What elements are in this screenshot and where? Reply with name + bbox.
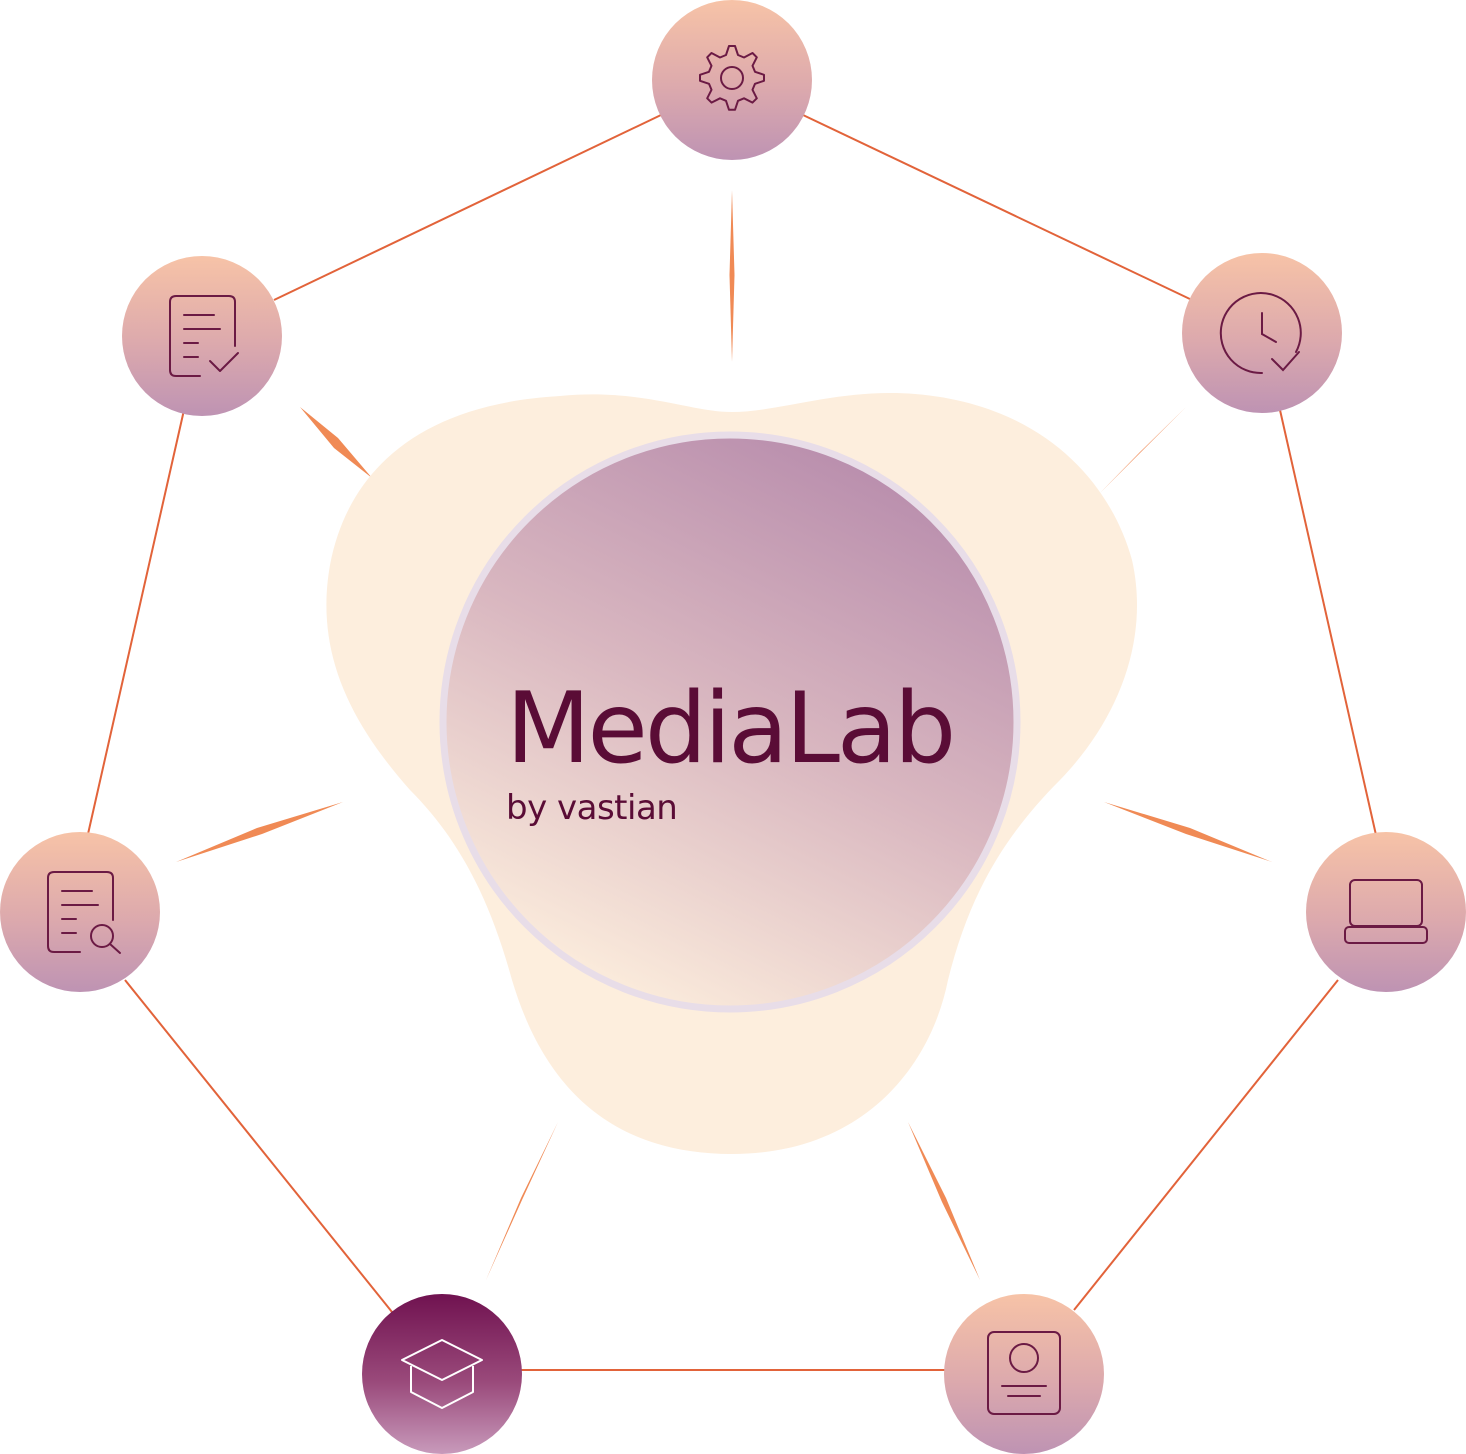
edge-gear-clock <box>802 114 1193 301</box>
id-card-icon <box>987 1331 1061 1415</box>
spoke-left <box>176 802 343 862</box>
node-clock-check[interactable] <box>1182 253 1342 413</box>
node-gear[interactable] <box>652 0 812 160</box>
node-document-search[interactable] <box>0 832 160 992</box>
brand-title: MediaLab <box>506 672 956 786</box>
document-search-icon <box>47 871 121 954</box>
network-edges <box>87 114 1377 1371</box>
document-check-icon <box>169 295 239 377</box>
center-circle <box>439 431 1021 1013</box>
spoke-upper-left <box>300 407 372 478</box>
brand-block: MediaLab by vastian <box>506 674 1026 830</box>
gear-icon <box>699 45 765 111</box>
spoke-top <box>729 190 735 362</box>
spoke-right <box>1104 802 1272 862</box>
edge-clock-laptop <box>1279 409 1377 836</box>
spoke-lower-right <box>908 1122 980 1280</box>
edge-docsearch-doccheck <box>87 409 185 835</box>
edge-doccheck-gear <box>273 114 662 301</box>
edge-laptop-idcard <box>1073 979 1339 1311</box>
hub-spokes <box>176 190 1272 1280</box>
spoke-upper-right <box>1100 407 1186 493</box>
brand-subtitle: by vastian <box>506 788 678 828</box>
node-id-card[interactable] <box>944 1294 1104 1454</box>
spoke-lower-left <box>486 1122 558 1280</box>
laptop-icon <box>1344 879 1428 944</box>
graduation-cap-icon <box>401 1339 483 1409</box>
node-laptop[interactable] <box>1306 832 1466 992</box>
node-document-check[interactable] <box>122 256 282 416</box>
edge-cap-docsearch <box>124 979 393 1313</box>
node-graduation-cap[interactable] <box>362 1294 522 1454</box>
clock-check-icon <box>1219 292 1302 375</box>
